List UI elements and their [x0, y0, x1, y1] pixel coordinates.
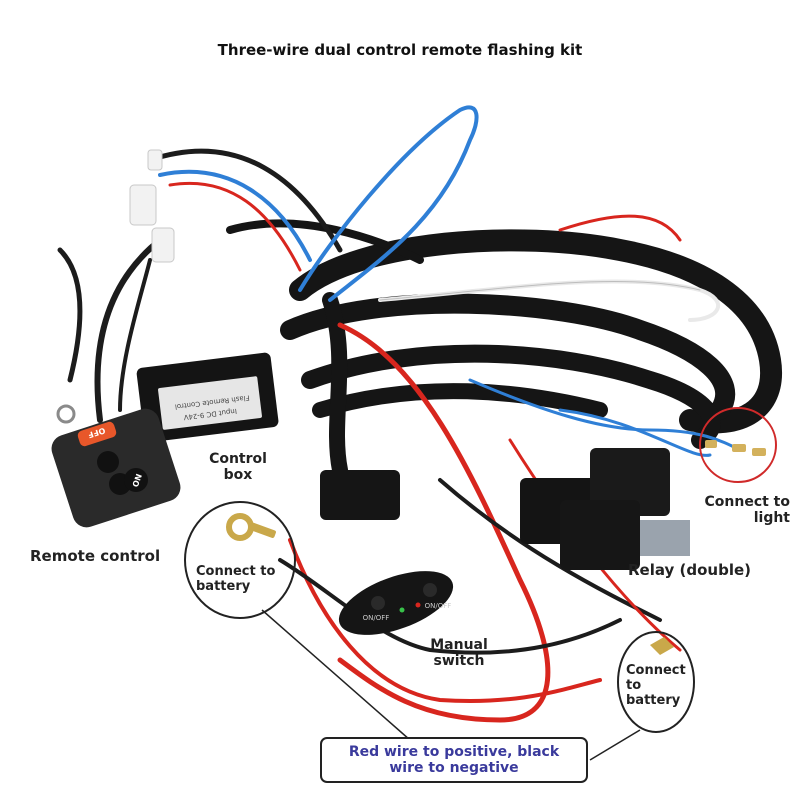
page-title: Three-wire dual control remote flashing … [217, 41, 583, 59]
callouts [184, 407, 777, 761]
label-remote-control: Remote control [30, 547, 161, 565]
label-relay: Relay (double) [628, 561, 752, 579]
wiring-note-box: Red wire to positive, black wire to nega… [320, 737, 588, 783]
remote-fob: OFF ON [51, 404, 181, 528]
switch-left-text: ON/OFF [363, 614, 390, 622]
thin-wires [57, 105, 721, 423]
wiring-note-text: Red wire to positive, black wire to nega… [348, 743, 560, 776]
light-callout [699, 407, 777, 483]
relay-pair [320, 448, 690, 570]
remote-on-label: ON [131, 473, 144, 489]
battery-callout-left [184, 501, 296, 619]
label-manual-switch: Manual switch [430, 637, 488, 670]
manual-switch: ON/OFF ON/OFF [338, 571, 454, 635]
battery-callout-right [617, 631, 695, 733]
label-connect-to-light: Connect to light [704, 494, 791, 527]
label-control-box: Control box [209, 451, 267, 484]
terminals [226, 440, 766, 655]
label-connect-to-battery-right: Connect to battery [626, 663, 686, 708]
control-box: Flash Remote Control Input DC 9-24V [136, 352, 279, 443]
white-connectors [129, 149, 175, 263]
black-cable-bundle [226, 219, 783, 478]
switch-right-text: ON/OFF [425, 602, 452, 610]
label-connect-to-battery-left: Connect to battery [196, 564, 276, 594]
foreground-wires [278, 322, 742, 723]
